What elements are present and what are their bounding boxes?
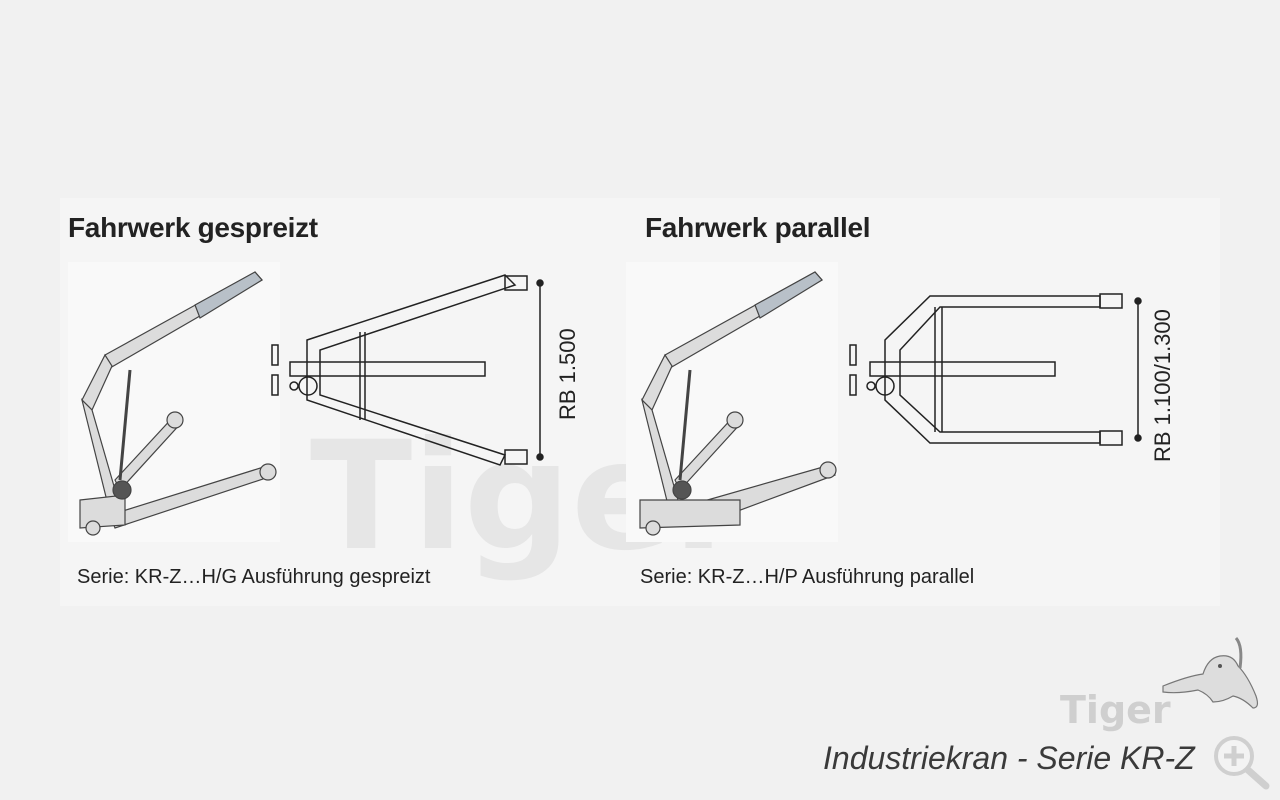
top-view-spread (271, 274, 544, 466)
crane-iso-spread (79, 271, 277, 536)
dimension-label-spread: RB 1.500 (555, 328, 580, 420)
caption-spread: Serie: KR-Z…H/G Ausführung gespreizt (77, 566, 431, 588)
caption-parallel: Serie: KR-Z…H/P Ausführung parallel (640, 566, 975, 588)
top-view-parallel (849, 293, 1142, 446)
dimension-label-parallel: RB 1.100/1.300 (1150, 309, 1175, 462)
zoom-in-icon (1214, 736, 1270, 790)
tiger-logo-text: Tiger (1060, 688, 1171, 732)
footer-title: Industriekran - Serie KR-Z (823, 740, 1195, 776)
crane-iso-parallel (639, 271, 837, 536)
tiger-icon (1162, 637, 1259, 709)
heading-spread: Fahrwerk gespreizt (68, 212, 318, 243)
heading-parallel: Fahrwerk parallel (645, 212, 871, 243)
zoom-in-button[interactable] (1210, 732, 1272, 792)
